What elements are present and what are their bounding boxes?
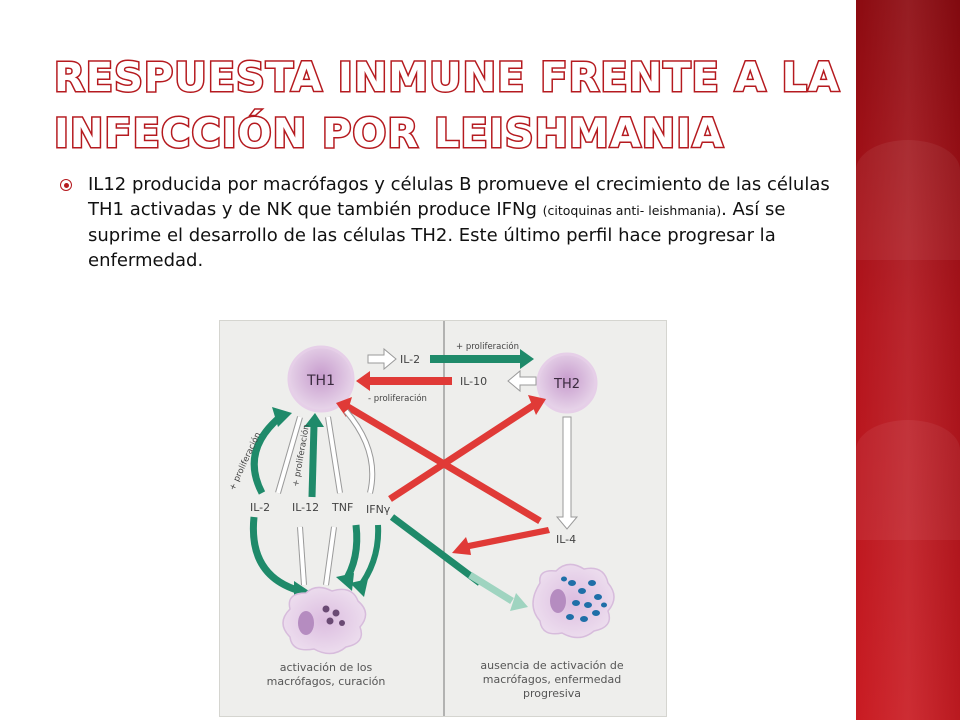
th1-outline-arrows-down	[275, 409, 376, 494]
cytokine-outline-arrows	[297, 526, 337, 586]
slide-title-line-1: RESPUESTA INMUNE FRENTE A LA	[53, 54, 841, 103]
immune-response-diagram: TH1 TH2 IL-2 + proliferación IL-10 - pro…	[219, 320, 667, 717]
th2-label: TH2	[553, 377, 580, 392]
caption-right-line-2: macrófagos, enfermedad	[483, 673, 621, 686]
il2-left-label: IL-2	[250, 501, 270, 514]
caption-left-line-2: macrófagos, curación	[267, 675, 386, 688]
il12-to-th1-green-arrow	[304, 413, 324, 498]
slide-title-line-2: INFECCIÓN POR LEISHMANIA	[53, 110, 725, 159]
bullet-point: IL12 producida por macrófagos y células …	[60, 172, 840, 273]
ifn-to-right-macrophage-arrow	[389, 514, 528, 611]
red-cross-arrows	[336, 395, 546, 525]
bullet-circle-icon	[60, 179, 72, 191]
caption-right-line-3: progresiva	[523, 687, 581, 700]
caption-right-line-1: ausencia de activación de	[480, 659, 623, 672]
plus-proliferation-top: + proliferación	[456, 341, 519, 352]
il10-label: IL-10	[460, 375, 487, 388]
il10-to-th1-red-arrow	[356, 371, 452, 391]
th1-cell: TH1	[287, 345, 355, 413]
il2-to-th2-green-arrow	[430, 349, 534, 369]
th2-to-il4-outline-arrow	[555, 416, 579, 530]
th1-label: TH1	[306, 373, 335, 389]
ifn-label: IFNγ	[366, 503, 391, 516]
activated-macrophage	[282, 586, 367, 655]
bullet-text-part-1: IL12 producida por macrófagos y células …	[88, 174, 830, 220]
slide-title: RESPUESTA INMUNE FRENTE A LA INFECCIÓN P…	[53, 50, 844, 162]
il2-top-label: IL-2	[400, 353, 420, 366]
sidebar-wave	[856, 140, 960, 260]
th2-cell: TH2	[536, 352, 598, 414]
tnf-ifn-green-arrows	[336, 524, 382, 597]
il4-label: IL-4	[556, 533, 576, 546]
il12-label: IL-12	[292, 501, 319, 514]
bullet-text: IL12 producida por macrófagos y células …	[88, 172, 840, 273]
il4-red-arrow	[452, 527, 550, 555]
bullet-text-small: (citoquinas anti- leishmania)	[542, 203, 722, 218]
sidebar-wave	[856, 420, 960, 540]
th2-to-il10-outline-arrow	[507, 369, 537, 393]
sidebar-shine	[856, 0, 960, 720]
bullet-text-part-2: . Así se suprime el desarrollo de las cé…	[88, 199, 786, 271]
caption-left-line-1: activación de los	[280, 661, 373, 674]
il2-loop-green-arrow	[249, 407, 312, 603]
tnf-label: TNF	[331, 501, 353, 514]
th1-to-il2-outline-arrow	[367, 347, 397, 371]
minus-proliferation: - proliferación	[368, 393, 427, 404]
decorative-sidebar	[856, 0, 960, 720]
infected-macrophage	[532, 563, 615, 639]
